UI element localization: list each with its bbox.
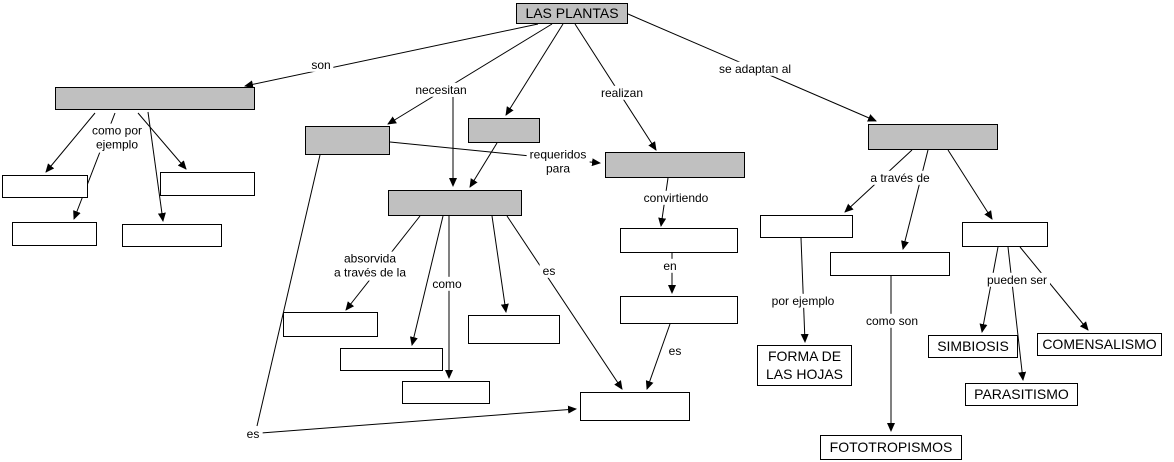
link-label-como: como (429, 276, 465, 292)
link-label-absorvida: absorvida a través de la (330, 251, 410, 281)
arrow-ejemplo-4 (147, 111, 166, 222)
link-label-es-3: es (243, 426, 263, 442)
link-label-se-adaptan-al: se adaptan al (715, 61, 795, 77)
arrow-root-to-necesitan-box-2 (505, 23, 564, 116)
node-atraves-blank-3[interactable] (962, 222, 1048, 247)
link-label-realizan: realizan (597, 85, 647, 101)
link-label-como-por-ejemplo: como por ejemplo (88, 123, 146, 153)
arrow-como-1 (409, 215, 444, 346)
node-adaptan-blank[interactable] (868, 124, 998, 150)
link-label-convirtiendo: convirtiendo (640, 190, 712, 206)
node-las-plantas[interactable]: LAS PLANTAS (516, 3, 628, 24)
arrow-root-to-son-box (244, 23, 539, 89)
link-label-es-2: es (665, 343, 685, 359)
node-necesitan-blank-3[interactable] (388, 190, 522, 216)
arrow-box3-to-como-3 (491, 215, 509, 313)
arrow-root-to-necesitan-box-1 (387, 23, 553, 125)
arrow-es-bottom (260, 405, 577, 434)
node-comensalismo[interactable]: COMENSALISMO (1037, 333, 1162, 356)
arrow-pueden-ser-1 (979, 246, 999, 333)
arrow-ejemplo-1 (45, 112, 96, 173)
arrow-por-ejemplo (800, 237, 809, 343)
arrow-ejemplo-2 (137, 112, 187, 170)
node-ejemplo-blank-3[interactable] (12, 222, 97, 246)
arrow-pueden-ser-3 (1019, 246, 1089, 331)
node-ejemplo-blank-1[interactable] (2, 175, 88, 198)
node-como-blank-1[interactable] (340, 348, 443, 371)
node-forma-de-las-hojas[interactable]: FORMA DE LAS HOJAS (757, 345, 852, 386)
node-convirtiendo-blank[interactable] (620, 228, 738, 253)
node-como-blank-3[interactable] (468, 315, 560, 344)
arrow-pueden-ser-2 (1007, 246, 1027, 381)
link-label-requeridos-para: requeridos para (526, 147, 590, 177)
arrow-es-fotosintesis (506, 215, 623, 390)
node-realizan-blank[interactable] (605, 152, 745, 178)
node-es-blank[interactable] (580, 392, 690, 421)
link-label-es-1: es (539, 263, 559, 279)
node-necesitan-blank-1[interactable] (305, 126, 390, 155)
link-label-por-ejemplo: por ejemplo (768, 293, 838, 309)
link-label-en: en (660, 258, 680, 274)
node-fototropismos[interactable]: FOTOTROPISMOS (820, 435, 962, 460)
link-label-necesitan: necesitan (412, 82, 470, 98)
node-son-blank[interactable] (55, 87, 255, 110)
node-atraves-blank-1[interactable] (760, 215, 853, 238)
line-box1-to-es (256, 154, 321, 427)
link-label-pueden-ser: pueden ser (983, 272, 1051, 288)
node-atraves-blank-2[interactable] (830, 252, 950, 276)
node-parasitismo[interactable]: PARASITISMO (965, 383, 1078, 406)
node-simbiosis[interactable]: SIMBIOSIS (928, 335, 1018, 358)
link-label-a-traves-de: a través de (867, 170, 933, 186)
node-como-blank-2[interactable] (402, 381, 490, 404)
arrow-atraves-3 (947, 149, 993, 220)
arrow-box2-to-box3 (469, 142, 498, 188)
node-ejemplo-blank-2[interactable] (160, 172, 255, 196)
arrow-es-producto (645, 323, 671, 390)
link-label-como-son: como son (862, 313, 922, 329)
arrow-atraves-2 (901, 149, 929, 250)
node-en-blank[interactable] (620, 296, 738, 324)
node-absorvida-blank[interactable] (283, 312, 378, 337)
node-necesitan-blank-2[interactable] (468, 118, 540, 143)
node-ejemplo-blank-4[interactable] (122, 224, 222, 247)
link-label-son: son (308, 57, 334, 73)
